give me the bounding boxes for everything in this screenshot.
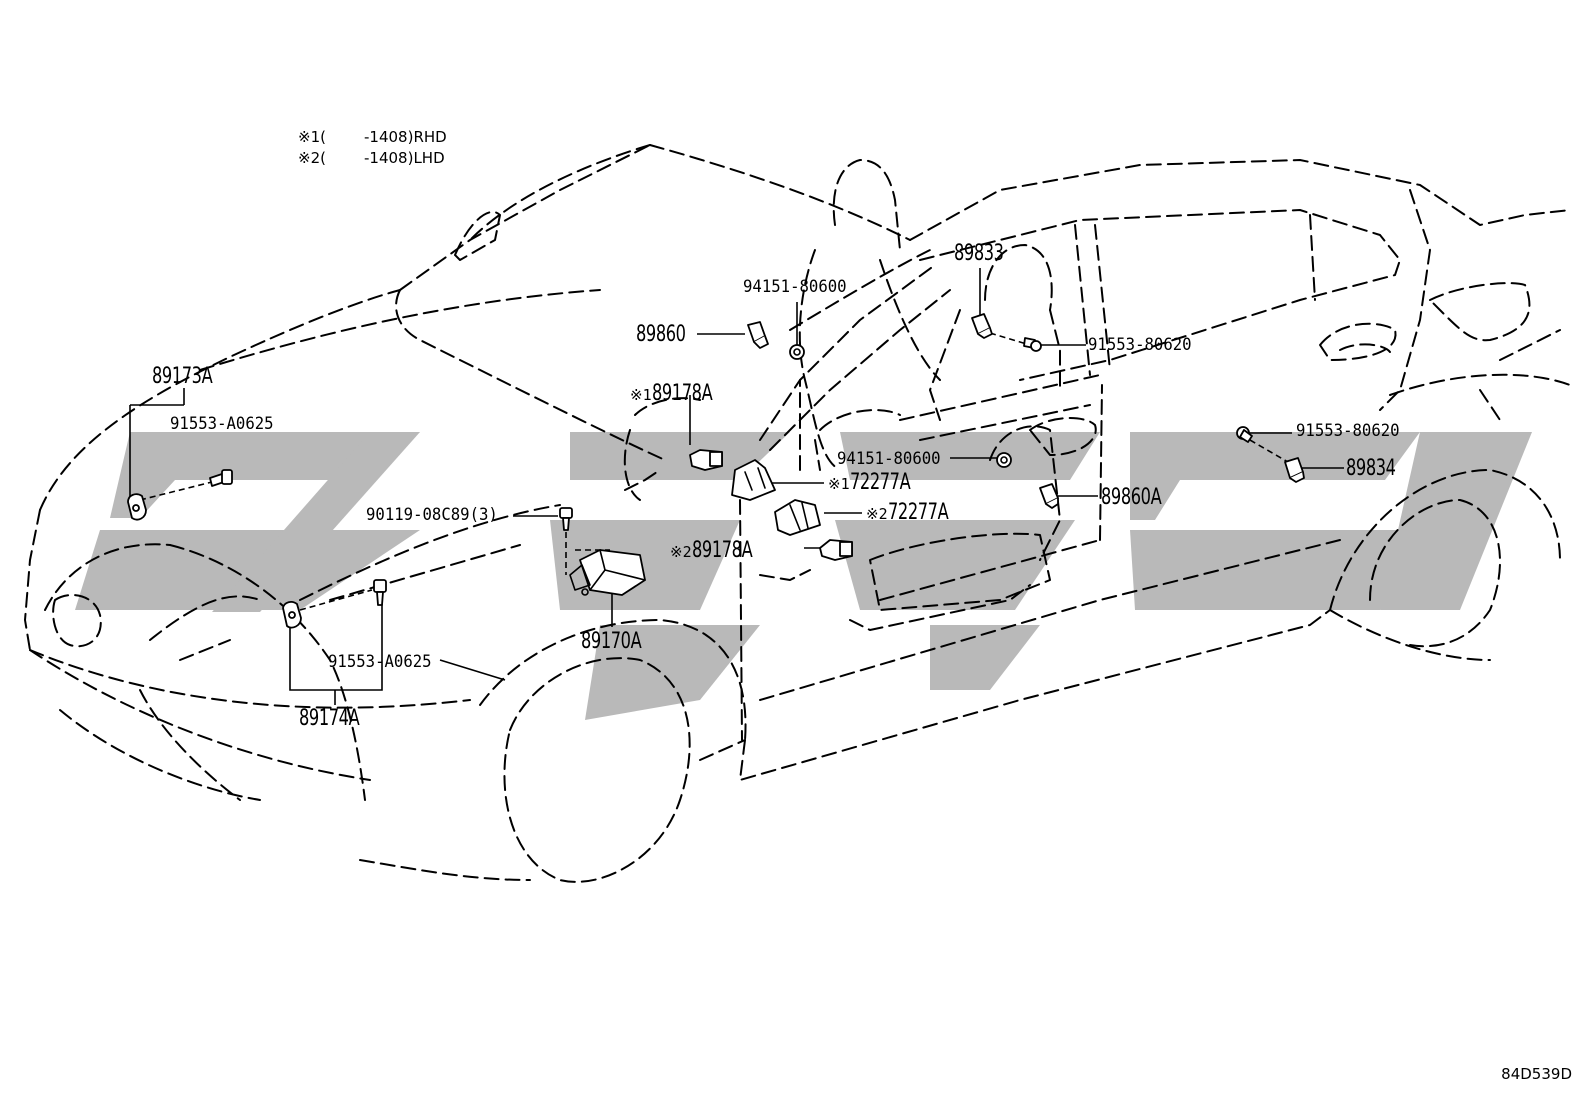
watermark: [75, 432, 1532, 720]
label-91553-A0625-bottom[interactable]: 91553-A0625: [328, 652, 432, 672]
label-89174A[interactable]: 89174A: [299, 706, 360, 731]
part-icons: [127, 313, 1305, 629]
bolt-91553-80620-mid-icon: [1023, 337, 1042, 352]
diagram-code: 84D539D: [1501, 1065, 1572, 1083]
sensor-89173A-icon: [127, 493, 147, 521]
label-89178A-1[interactable]: ※189178A: [630, 381, 712, 406]
sensor-89833-icon: [971, 313, 993, 339]
label-72277A-2[interactable]: ※272277A: [866, 500, 948, 525]
bolt-90119-icon: [559, 507, 573, 531]
label-90119-08C89[interactable]: 90119-08C89(3): [366, 505, 498, 525]
label-94151-80600-top[interactable]: 94151-80600: [743, 277, 847, 297]
note-mark: ※2: [866, 505, 888, 523]
seat-sensor-89178A-2-icon: [819, 539, 853, 561]
note-mark: ※1: [828, 475, 850, 493]
label-91553-A0625-top[interactable]: 91553-A0625: [170, 414, 274, 434]
bracket-72277A-2-icon: [774, 499, 821, 536]
bolt-91553-A0625-top-icon: [209, 469, 233, 487]
airbag-ecu-89170A-icon: [569, 549, 646, 596]
label-91553-80620-right[interactable]: 91553-80620: [1296, 421, 1400, 441]
bracket-72277A-1-icon: [731, 459, 776, 501]
label-89178A-2[interactable]: ※289178A: [670, 538, 752, 563]
label-72277A-1[interactable]: ※172277A: [828, 470, 910, 495]
sensor-89860A-icon: [1039, 483, 1059, 509]
note-lhd: ※2(-1408)LHD: [298, 149, 445, 167]
nut-94151-80600-top-icon: [789, 344, 805, 360]
car-outline: [24, 144, 1571, 883]
seat-sensor-89178A-1-icon: [689, 449, 723, 471]
label-89860A[interactable]: 89860A: [1101, 485, 1162, 510]
leaders: [129, 268, 1344, 705]
seats: [623, 159, 1097, 631]
label-89170A[interactable]: 89170A: [581, 629, 642, 654]
label-89834[interactable]: 89834: [1346, 456, 1396, 481]
label-89860[interactable]: 89860: [636, 322, 686, 347]
note-rhd: ※1(-1408)RHD: [298, 128, 447, 146]
sensor-89834-icon: [1284, 457, 1305, 483]
sensor-89860-icon: [747, 321, 769, 349]
nut-94151-80600-mid-icon: [996, 452, 1012, 468]
note-mark: ※1: [630, 386, 652, 404]
label-89173A[interactable]: 89173A: [152, 364, 213, 389]
label-94151-80600-mid[interactable]: 94151-80600: [837, 449, 941, 469]
label-91553-80620-mid[interactable]: 91553-80620: [1088, 335, 1192, 355]
note-mark: ※2: [670, 543, 692, 561]
bolt-91553-A0625-bottom-icon: [373, 579, 387, 606]
sensor-89174A-icon: [282, 601, 302, 629]
label-89833[interactable]: 89833: [954, 241, 1004, 266]
bolt-91553-80620-right-icon: [1236, 426, 1253, 443]
